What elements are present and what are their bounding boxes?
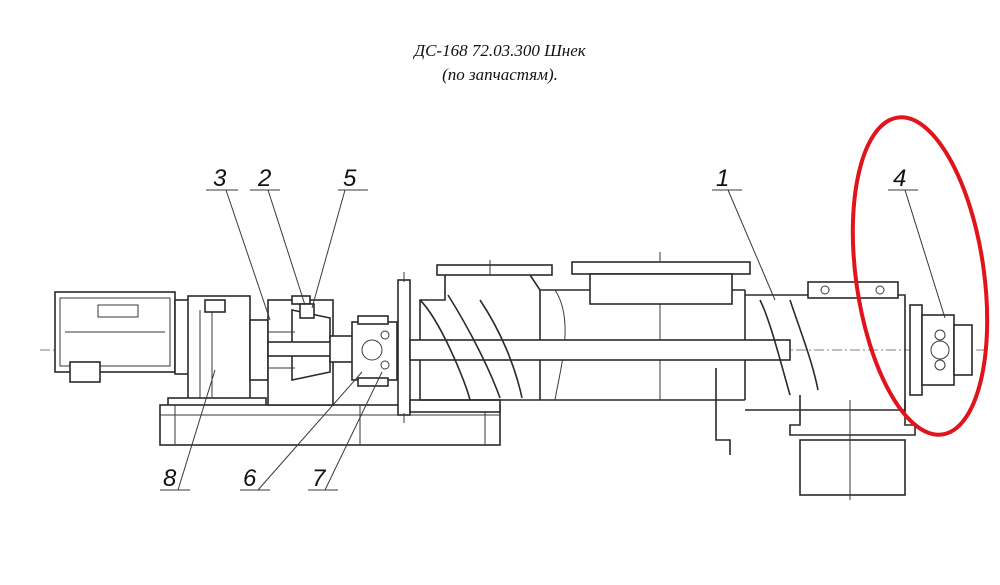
- callout-label-1: 1: [716, 165, 729, 192]
- bearing-assembly: [351, 315, 398, 387]
- callout-label-3: 3: [213, 165, 227, 192]
- callout-4: 4: [888, 165, 946, 319]
- callout-label-4: 4: [893, 165, 906, 192]
- drawing-title: ДС-168 72.03.300 Шнек: [414, 41, 586, 60]
- drain-spout: [715, 368, 731, 455]
- electric-motor: [54, 291, 191, 383]
- callout-label-7: 7: [312, 465, 327, 492]
- discharge-section: [745, 281, 916, 500]
- callout-8: 8: [160, 369, 216, 492]
- callout-1: 1: [712, 165, 776, 301]
- inspection-hatch: [571, 252, 751, 305]
- callout-label-6: 6: [243, 465, 257, 492]
- callout-3: 3: [206, 165, 271, 321]
- callout-2: 2: [250, 165, 306, 306]
- callout-5: 5: [311, 165, 368, 309]
- callout-7: 7: [308, 371, 383, 492]
- callout-6: 6: [240, 371, 363, 492]
- drawing-subtitle: (по запчастям).: [442, 65, 558, 84]
- callout-label-5: 5: [343, 165, 357, 192]
- callout-label-2: 2: [257, 165, 271, 192]
- callout-label-8: 8: [163, 465, 177, 492]
- end-bearing: [909, 304, 973, 396]
- highlight-ellipse: [850, 115, 990, 437]
- screw-auger: [409, 294, 819, 401]
